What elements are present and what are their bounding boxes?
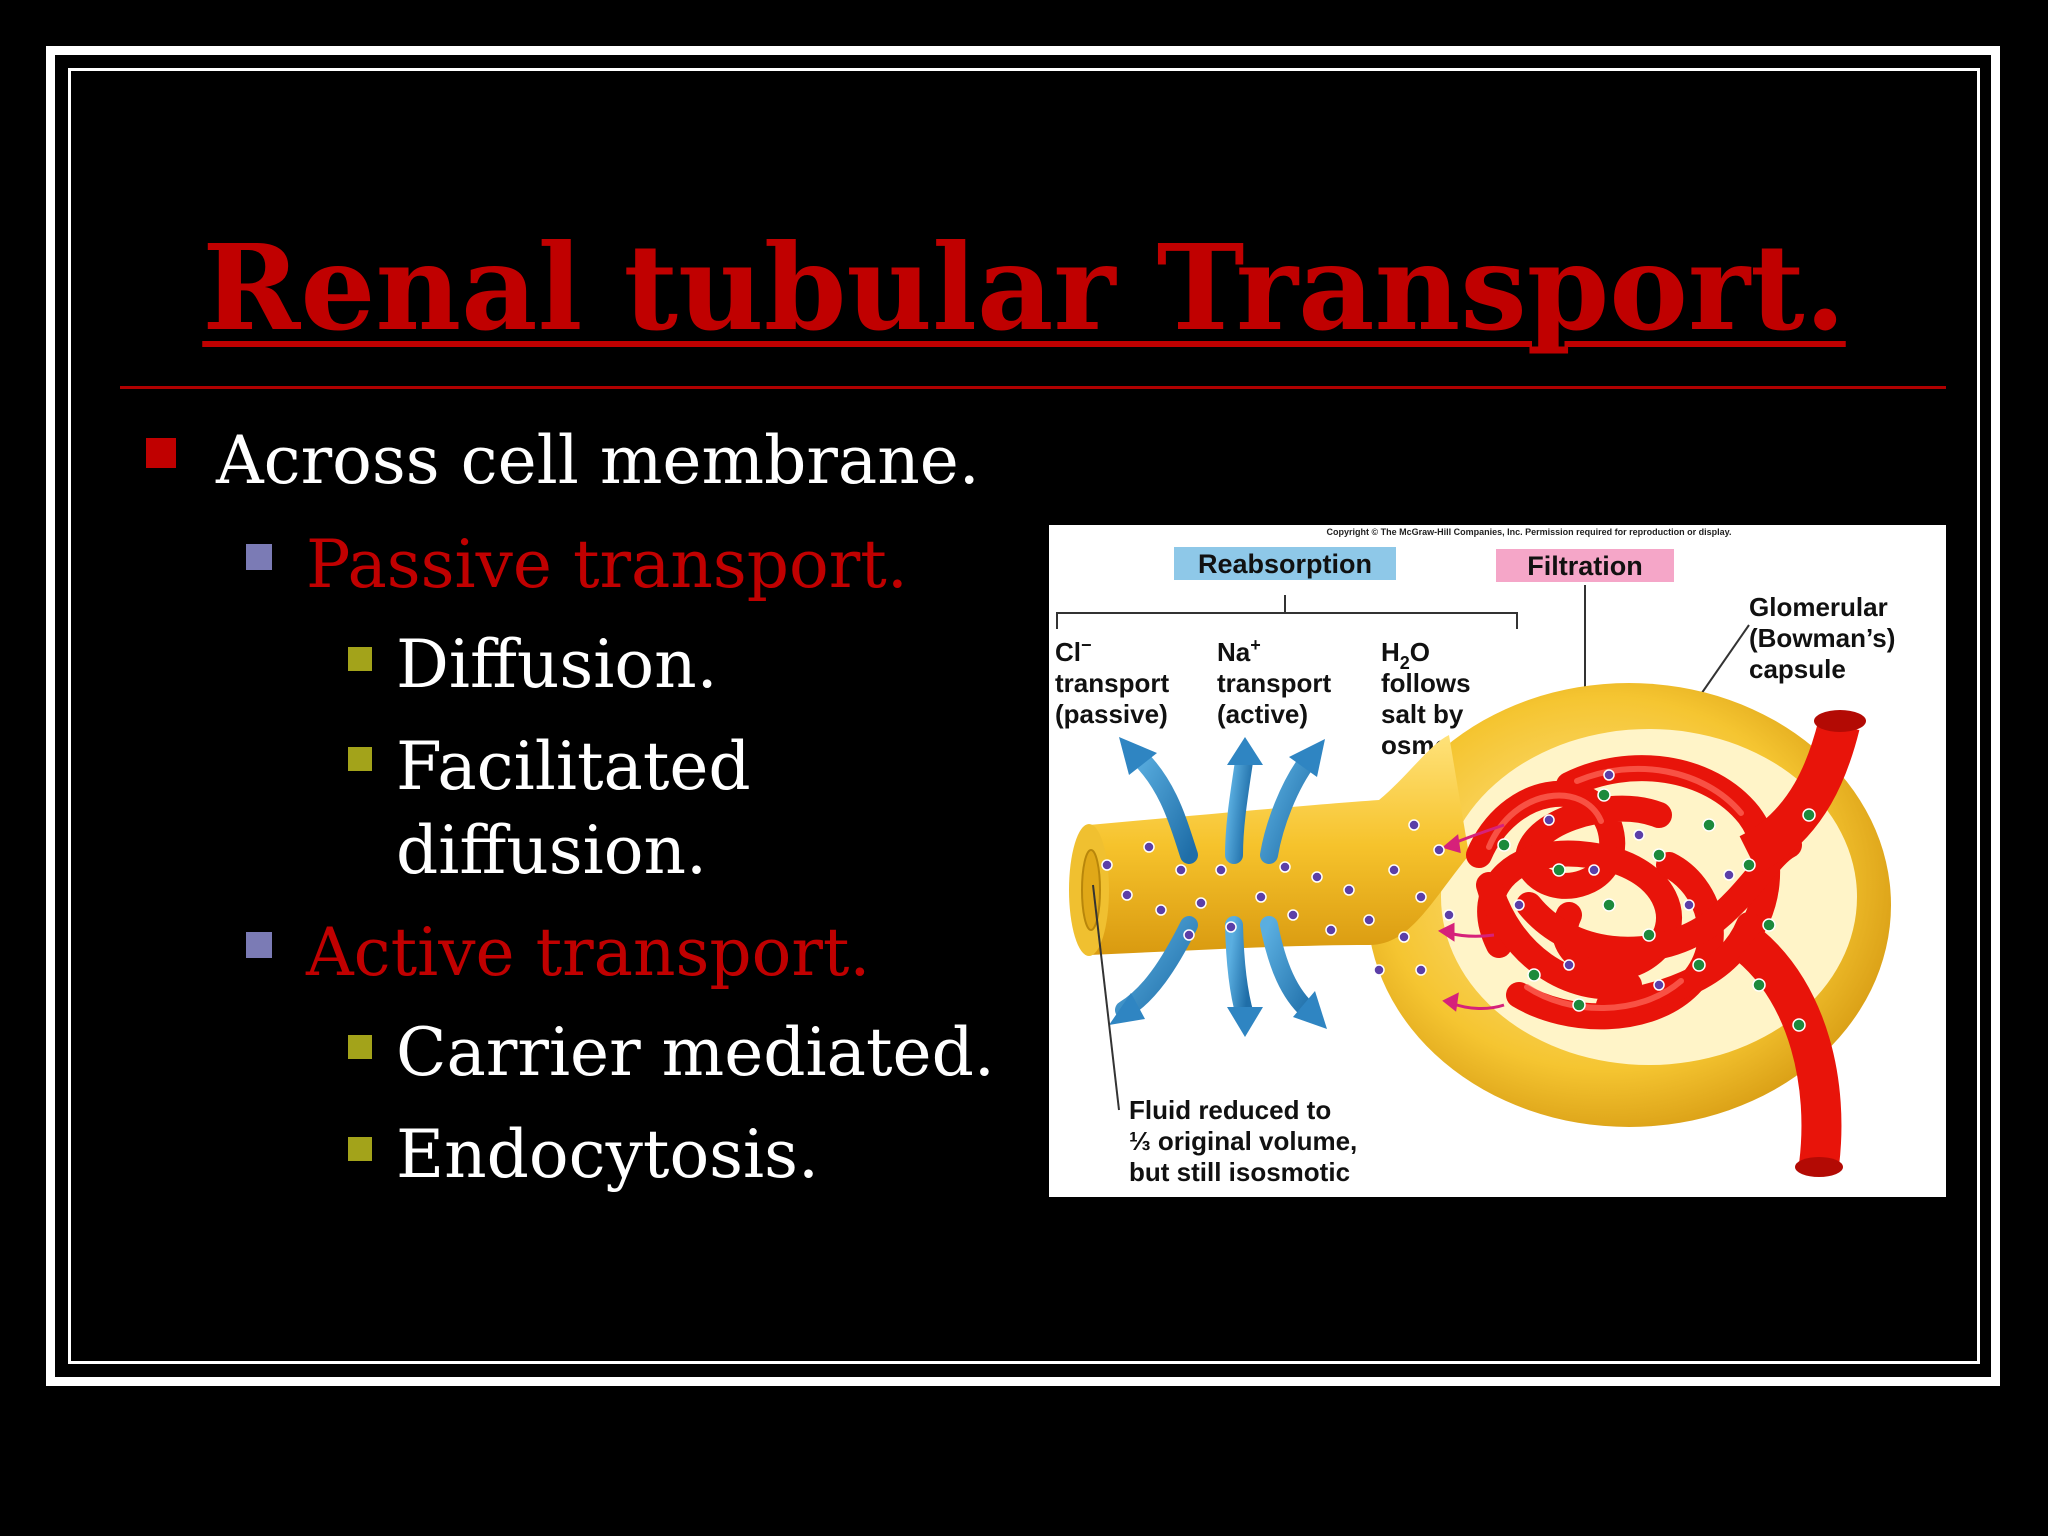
h2o-label-line3: salt by bbox=[1381, 699, 1464, 729]
h2o-label-line2: follows bbox=[1381, 668, 1471, 698]
glomerular-label-line3: capsule bbox=[1749, 654, 1846, 684]
bullet-square-endocytosis bbox=[348, 1137, 372, 1161]
na-label-line2: transport bbox=[1217, 668, 1331, 698]
bullet-passive-transport: Passive transport. bbox=[306, 526, 908, 603]
efferent-arteriole bbox=[1735, 929, 1842, 1168]
bullet-facilitated-line2: diffusion. bbox=[396, 812, 707, 889]
bullet-square-diffusion bbox=[348, 647, 372, 671]
title-divider bbox=[120, 386, 1946, 389]
slide-inner-border bbox=[68, 68, 1980, 1364]
copyright-text: Copyright © The McGraw-Hill Companies, I… bbox=[1326, 527, 1731, 537]
na-label-line3: (active) bbox=[1217, 699, 1308, 729]
capillary-highlights bbox=[1486, 765, 1744, 1011]
cl-label-line1: Cl− bbox=[1055, 635, 1092, 667]
cl-label-line3: (passive) bbox=[1055, 699, 1168, 729]
fluid-label-line1: Fluid reduced to bbox=[1129, 1095, 1331, 1125]
bullet-diffusion: Diffusion. bbox=[396, 626, 718, 703]
bullet-active-transport: Active transport. bbox=[306, 914, 871, 991]
h2o-label-line1: H2O bbox=[1381, 637, 1430, 673]
afferent-opening bbox=[1814, 710, 1866, 732]
glomerular-label-line1: Glomerular bbox=[1749, 592, 1888, 622]
slide-title: Renal tubular Transport. bbox=[202, 218, 1846, 357]
reabsorption-label: Reabsorption bbox=[1198, 549, 1372, 579]
glomerulus-capillaries bbox=[1466, 755, 1802, 1030]
bullet-facilitated-line1: Facilitated bbox=[396, 728, 751, 805]
bullet-carrier-mediated: Carrier mediated. bbox=[396, 1014, 995, 1091]
bullet-square-facilitated bbox=[348, 747, 372, 771]
fluid-label-line2: ⅓ original volume, bbox=[1129, 1126, 1357, 1156]
filtration-tag-box bbox=[1496, 549, 1674, 582]
bullet-square-carrier bbox=[348, 1035, 372, 1059]
transport-arrowheads bbox=[1109, 737, 1327, 1037]
efferent-opening bbox=[1795, 1157, 1843, 1177]
bullet-across-membrane: Across cell membrane. bbox=[216, 422, 980, 499]
nephron-diagram: Copyright © The McGraw-Hill Companies, I… bbox=[1049, 525, 1946, 1197]
reabsorption-bracket bbox=[1056, 595, 1518, 629]
filtration-arrows bbox=[1438, 823, 1505, 1012]
bullet-endocytosis: Endocytosis. bbox=[396, 1116, 820, 1193]
fluid-label-line3: but still isosmotic bbox=[1129, 1157, 1350, 1187]
bullet-square-passive bbox=[246, 544, 272, 570]
cl-label-line2: transport bbox=[1055, 668, 1169, 698]
afferent-arteriole bbox=[1738, 719, 1860, 874]
glomerular-label-line2: (Bowman’s) bbox=[1749, 623, 1895, 653]
reabsorption-tag-box bbox=[1174, 547, 1396, 580]
bullet-square-active bbox=[246, 932, 272, 958]
bullet-square-l1 bbox=[146, 438, 176, 468]
slide-outer-border bbox=[46, 46, 2000, 1386]
solute-particles-purple bbox=[1101, 769, 1735, 991]
na-label-line1: Na+ bbox=[1217, 635, 1261, 667]
filtration-label: Filtration bbox=[1527, 551, 1643, 581]
fluid-leader-line bbox=[1092, 884, 1120, 1111]
solute-particles-green bbox=[1497, 788, 1816, 1032]
